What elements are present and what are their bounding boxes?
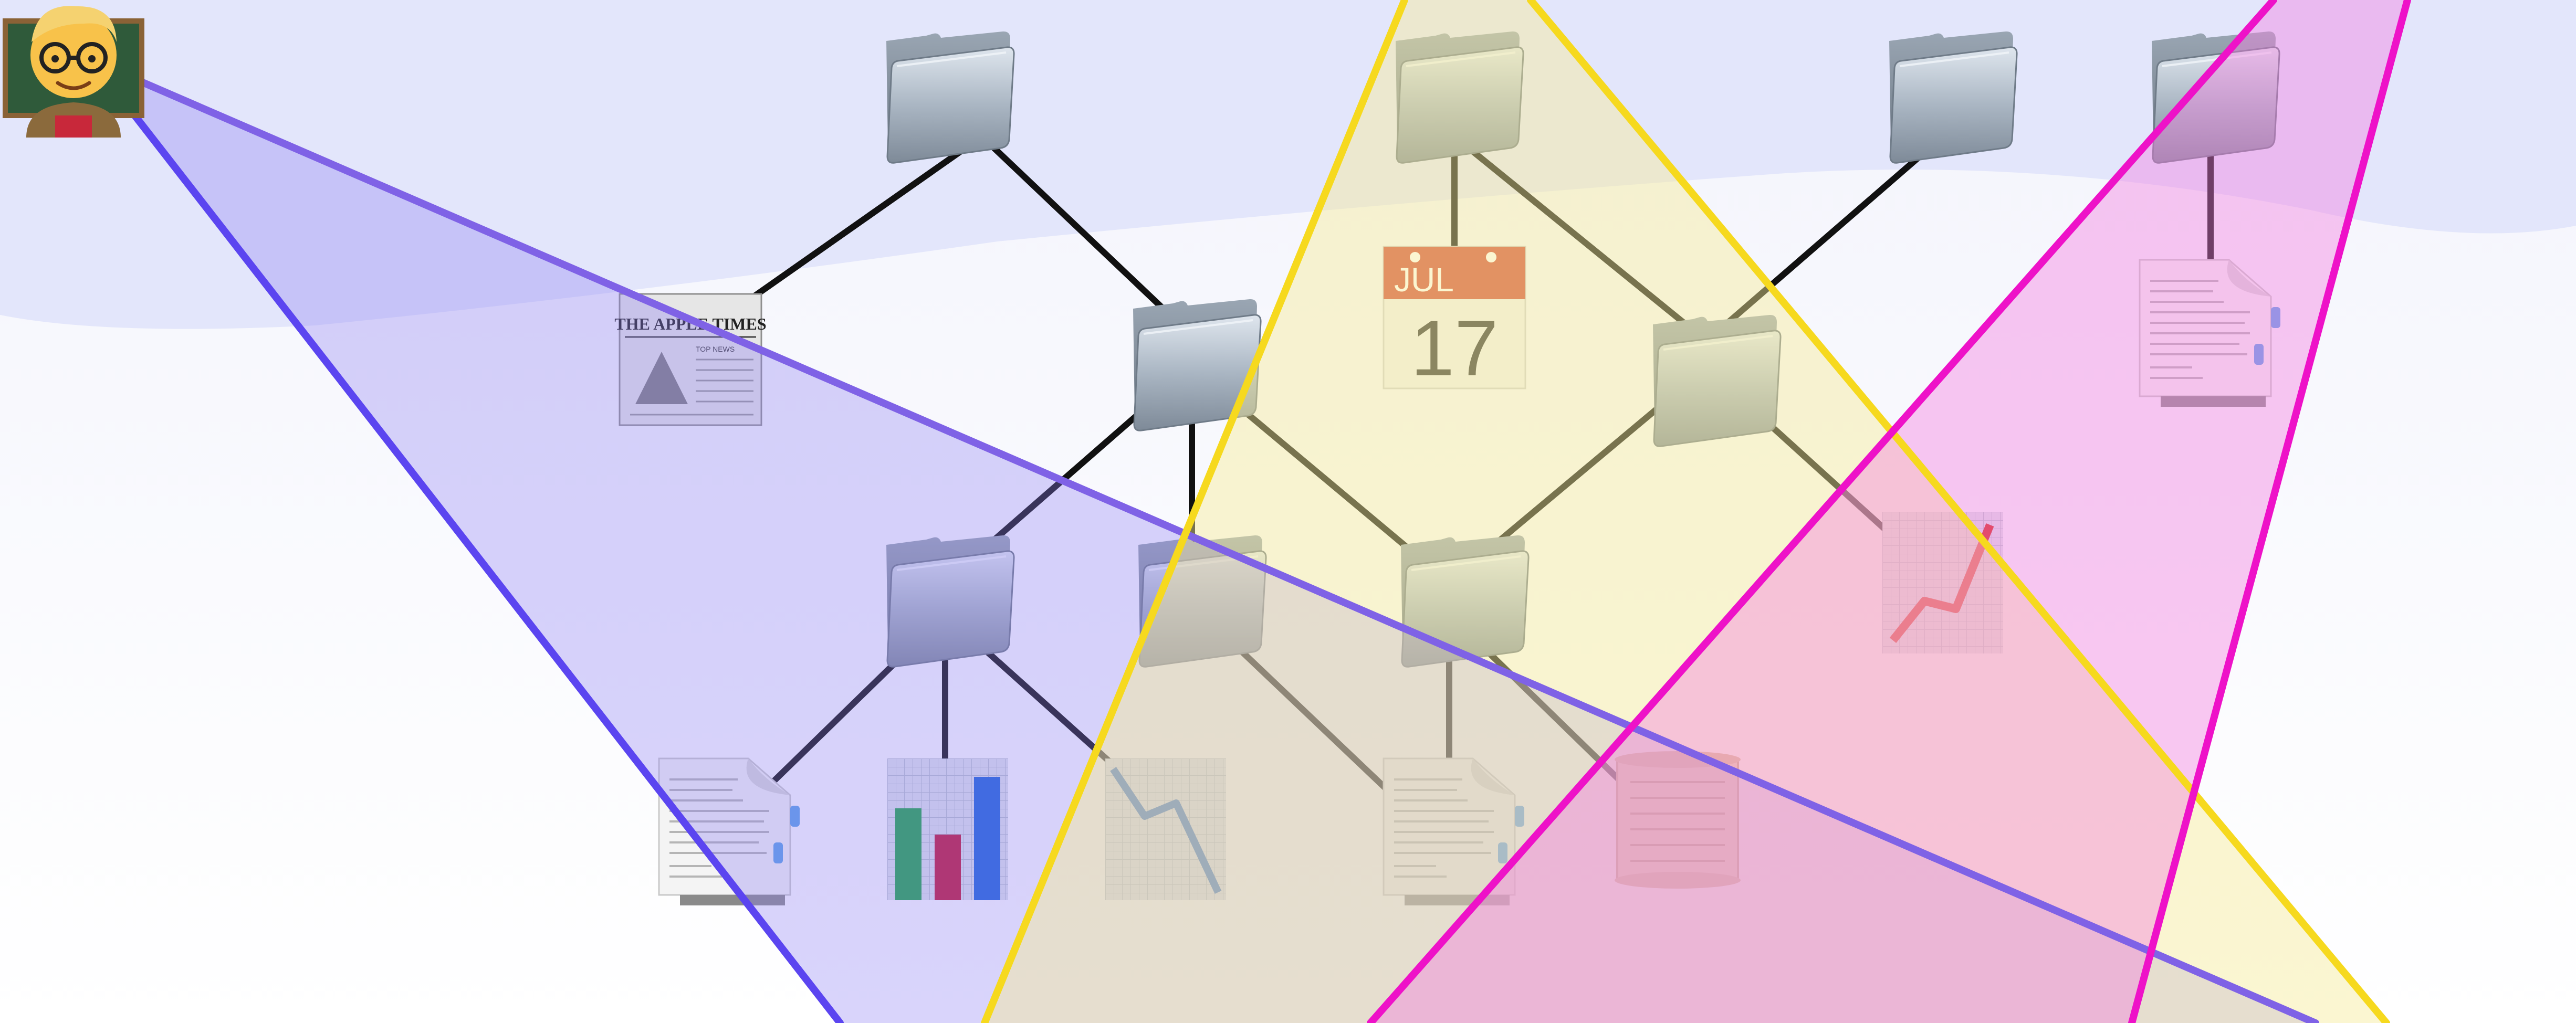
calendar-day: 17 bbox=[1411, 304, 1499, 392]
yellow-access-cone bbox=[985, 0, 2386, 1023]
folder-icon[interactable] bbox=[1888, 30, 2018, 164]
pink-cone-edge bbox=[2128, 0, 2411, 1023]
bar-chart-icon[interactable] bbox=[887, 758, 1008, 900]
newspaper-headline: TOP NEWS bbox=[696, 345, 735, 353]
yellow-cone-edge bbox=[981, 0, 1408, 1023]
teacher-emoji-icon[interactable] bbox=[3, 6, 144, 138]
blue-cone-edge bbox=[88, 57, 2319, 1023]
calendar-icon[interactable]: JUL 17 bbox=[1383, 246, 1526, 392]
folder-icon[interactable] bbox=[885, 30, 1015, 164]
calendar-month: JUL bbox=[1394, 261, 1454, 299]
edge bbox=[979, 133, 1195, 339]
newspaper-icon[interactable]: THE APPLE TIMES TOP NEWS bbox=[614, 293, 767, 426]
edge bbox=[732, 133, 985, 313]
pink-cone-edge bbox=[1367, 0, 2277, 1023]
chart-decreasing-icon[interactable] bbox=[1105, 758, 1226, 900]
edge bbox=[1451, 133, 1710, 344]
pink-access-cone bbox=[1370, 0, 2407, 1023]
blue-cone-edge bbox=[88, 57, 844, 1023]
access-cones bbox=[88, 0, 2411, 1023]
yellow-cone-edge bbox=[1527, 0, 2390, 1023]
edge bbox=[1703, 133, 1946, 344]
